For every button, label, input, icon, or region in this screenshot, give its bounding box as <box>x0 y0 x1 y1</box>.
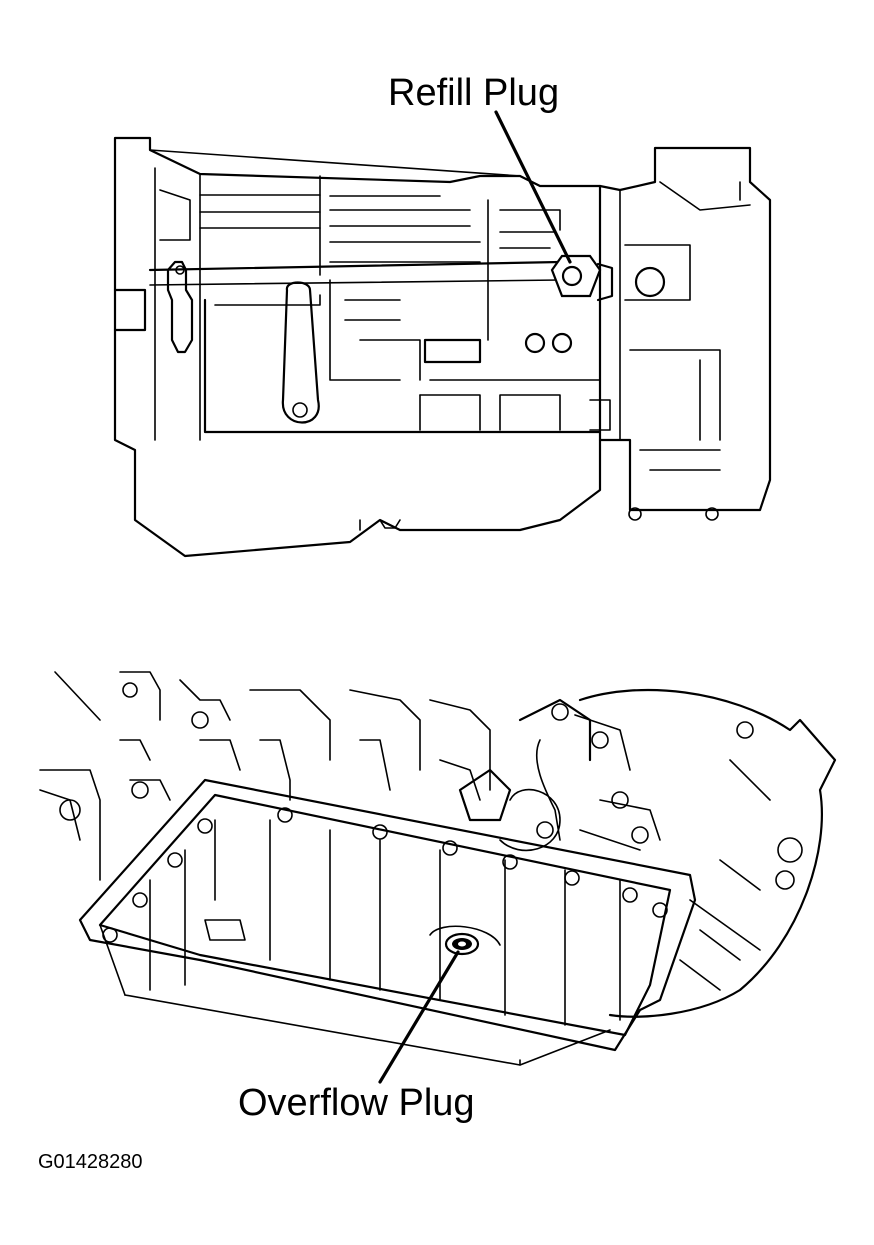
figure-code: G01428280 <box>38 1151 143 1173</box>
overflow-plug-label: Overflow Plug <box>238 1082 475 1124</box>
transmission-side-view <box>113 136 772 558</box>
refill-plug <box>550 254 666 302</box>
overflow-plug-leader <box>378 950 460 1084</box>
refill-plug-label: Refill Plug <box>388 72 560 114</box>
overflow-plug <box>444 932 480 956</box>
transmission-bottom-view <box>39 671 837 1066</box>
refill-plug-leader <box>494 110 572 264</box>
